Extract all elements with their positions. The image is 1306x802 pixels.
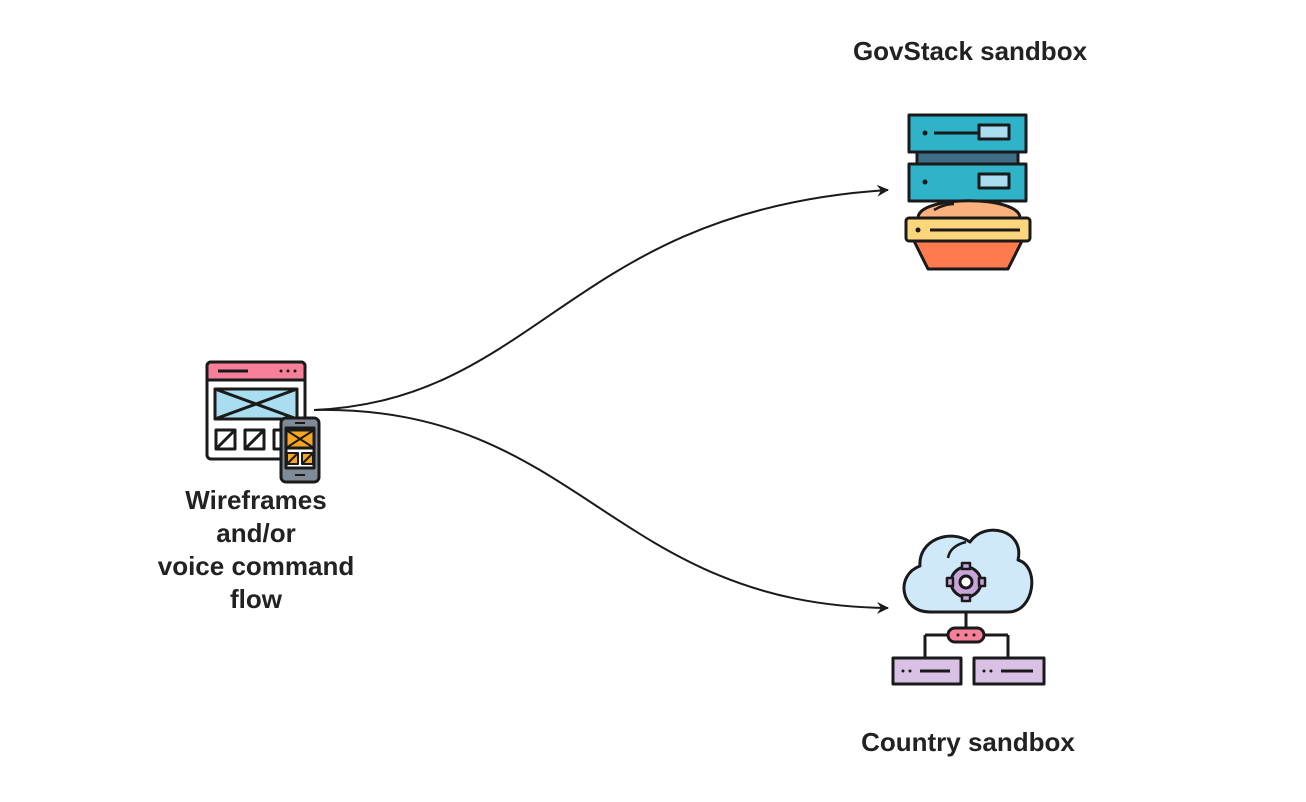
wireframe-devices-icon <box>205 360 321 484</box>
wireframes-label-line: voice command <box>157 551 355 581</box>
wireframes-label-line: Wireframes <box>185 485 327 515</box>
wireframes-label: Wireframes and/or voice command flow <box>115 484 397 616</box>
wireframes-label-line: and/or <box>216 518 296 548</box>
server-rack-cloud-icon <box>904 113 1032 271</box>
edge-source-to-country <box>313 408 889 614</box>
wireframes-label-line: flow <box>230 584 282 614</box>
govstack-sandbox-label: GovStack sandbox <box>852 36 1088 66</box>
country-sandbox-label: Country sandbox <box>861 727 1075 757</box>
edge-source-to-govstack <box>313 184 889 411</box>
cloud-network-gear-icon <box>891 528 1046 686</box>
